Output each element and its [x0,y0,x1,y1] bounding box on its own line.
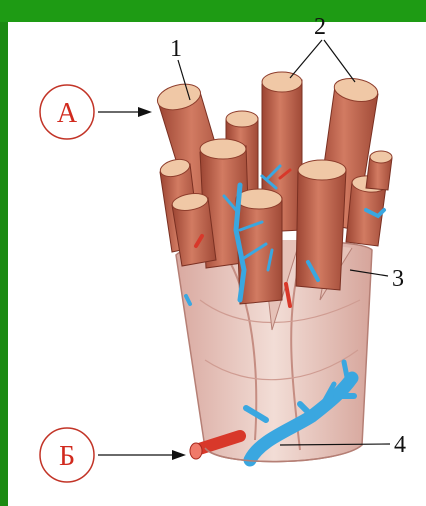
label-2: 2 [314,14,326,40]
label-4: 4 [394,432,406,458]
label-b: Б [59,441,75,472]
label-a: А [57,98,78,129]
label-1: 1 [170,36,182,62]
arrow-b-head [172,450,186,460]
arrow-a-head [138,107,152,117]
fiber-bundle [296,160,346,290]
label-3: 3 [392,266,404,292]
artery-cut-end [190,443,202,459]
fiber-bundle [366,151,392,190]
